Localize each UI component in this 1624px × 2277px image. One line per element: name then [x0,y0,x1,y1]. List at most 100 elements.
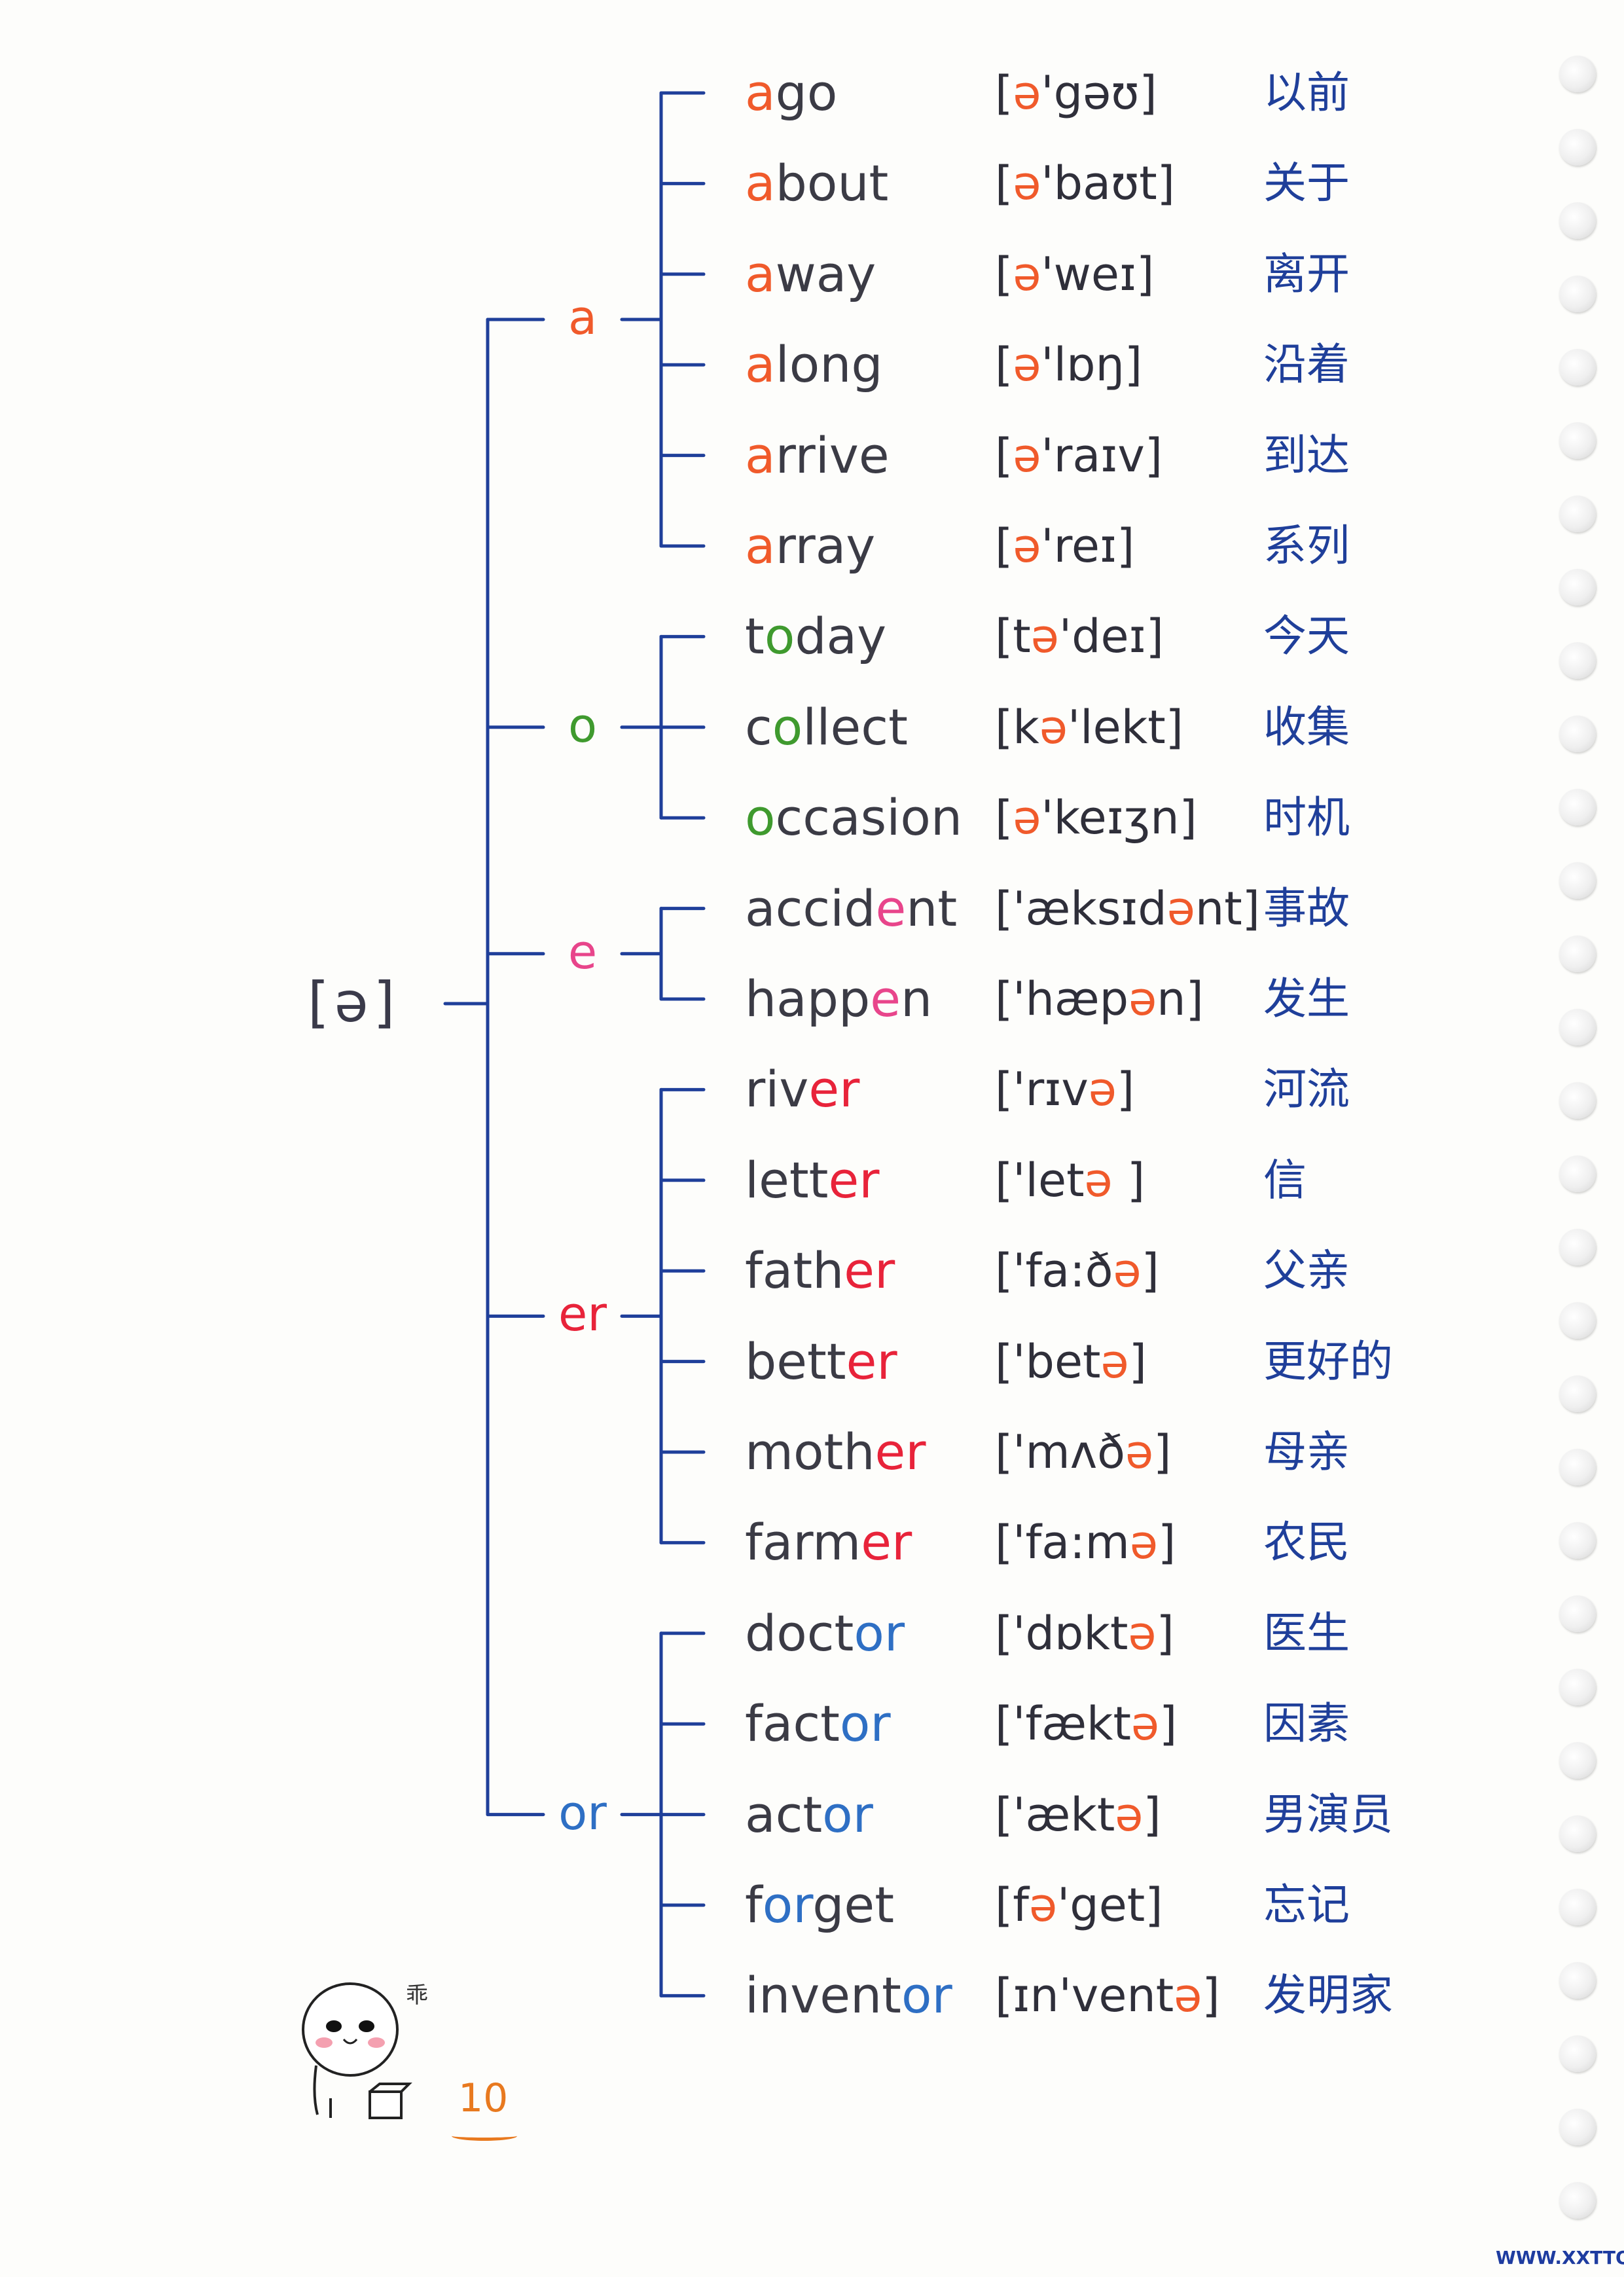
word-a-1: about [745,151,888,216]
word-segment: get [812,1876,894,1934]
binding-hole [1559,1449,1596,1485]
phonetic-segment: ] [1116,1063,1135,1117]
phonetic-segment: ə [1039,700,1068,754]
binding-hole [1559,1595,1596,1632]
word-segment: accid [745,879,876,938]
word-segment: bett [745,1332,846,1391]
phonetic-segment: 'raɪv] [1041,428,1163,483]
phonetic-segment: 'deɪ] [1058,610,1164,664]
word-or-1: factor [745,1691,891,1757]
phonetic-er-0: ['rɪvə] [995,1057,1134,1122]
phonetic-segment: 'keɪʒn] [1041,791,1197,845]
translation-e-0: 事故 [1263,883,1350,934]
word-segment: a [745,426,776,484]
phonetic-segment: n] [1157,972,1204,1026]
word-er-0: river [745,1057,859,1122]
word-or-3: forget [745,1872,894,1938]
binding-hole [1559,1889,1596,1925]
binding-hole [1559,56,1596,92]
phonetic-segment: ['bet [995,1334,1101,1389]
phonetic-segment: [ [995,519,1013,573]
phonetic-er-2: ['fa:ðə] [995,1238,1159,1303]
phonetic-er-3: ['betə] [995,1329,1147,1394]
phonetic-segment: [t [995,610,1031,664]
word-er-3: better [745,1329,897,1394]
phonetic-segment: 'baʊt] [1041,156,1175,211]
binding-hole [1559,422,1596,459]
binding-hole [1559,349,1596,386]
word-segment: a [745,244,776,303]
word-segment: o [772,697,803,756]
word-segment: rray [775,517,876,575]
phonetic-segment: [k [995,700,1039,754]
word-segment: ccasion [775,788,963,847]
word-segment: or [822,1785,873,1844]
binding-hole [1559,496,1596,532]
word-segment: c [745,697,772,756]
phonetic-segment: ['ækt [995,1787,1115,1842]
translation-or-3: 忘记 [1263,1880,1350,1930]
phonetic-segment: [ [995,156,1013,211]
translation-er-3: 更好的 [1263,1336,1393,1387]
word-segment: e [875,879,907,938]
word-segment: o [745,788,776,847]
translation-er-0: 河流 [1263,1064,1350,1115]
binding-hole [1559,2182,1596,2219]
word-segment: long [775,335,883,394]
watermark-text: WWW.XXTTQ.COM [1496,2247,1624,2268]
word-segment: rrive [775,426,890,484]
word-segment: a [745,64,776,122]
phonetic-segment: ə [1013,519,1041,573]
word-or-2: actor [745,1782,873,1848]
binding-hole [1559,1962,1596,1999]
word-segment: er [844,1241,895,1300]
word-er-2: father [745,1238,895,1303]
phonetic-segment: ['æksɪd [995,881,1167,936]
binding-hole [1559,202,1596,239]
binding-hole [1559,129,1596,166]
binding-hole [1559,642,1596,679]
phonetic-segment: nt] [1195,881,1260,936]
page-number: 10 [458,2075,509,2121]
translation-er-5: 农民 [1263,1517,1350,1568]
phonetic-segment: ] [1202,1969,1220,2023]
phonetic-segment: ] [1157,1516,1176,1570]
translation-o-0: 今天 [1263,611,1350,662]
phonetic-segment: 'get] [1057,1878,1163,1932]
phonetic-segment: ə [1128,972,1157,1026]
word-segment: way [775,244,876,303]
group-label-o: o [568,697,598,753]
word-segment: happ [745,970,871,1028]
translation-er-4: 母亲 [1263,1427,1350,1477]
phonetic-segment: 'reɪ] [1041,519,1135,573]
phonetic-segment: ə [1013,338,1041,392]
word-segment: or [901,1966,952,2025]
phonetic-segment: ə [1113,1244,1142,1298]
word-or-0: doctor [745,1601,905,1666]
phonetic-segment: ə [1013,428,1041,483]
phonetic-segment: [ [995,247,1013,301]
translation-a-3: 沿着 [1263,339,1350,390]
phonetic-segment: ['rɪv [995,1063,1089,1117]
phonetic-e-1: ['hæpən] [995,966,1204,1032]
word-a-4: arrive [745,423,890,488]
translation-e-1: 发生 [1263,974,1350,1024]
translation-a-1: 关于 [1263,158,1350,209]
phonetic-e-0: ['æksɪdənt] [995,876,1260,941]
phonetic-segment: ə [1013,791,1041,845]
binding-hole [1559,1156,1596,1192]
binding-hole [1559,1522,1596,1559]
phonetic-segment: ] [1143,1787,1161,1842]
phonetic-segment: ['hæp [995,972,1129,1026]
translation-or-2: 男演员 [1263,1789,1393,1840]
phonetic-segment: 'weɪ] [1041,247,1155,301]
word-segment: n [901,970,933,1028]
phonetic-er-1: ['letə ] [995,1148,1145,1213]
phonetic-segment: ə [1166,881,1195,936]
translation-or-0: 医生 [1263,1607,1350,1658]
group-label-a: a [568,290,598,345]
phonetic-segment: 'lekt] [1067,700,1183,754]
word-segment: doct [745,1603,854,1662]
